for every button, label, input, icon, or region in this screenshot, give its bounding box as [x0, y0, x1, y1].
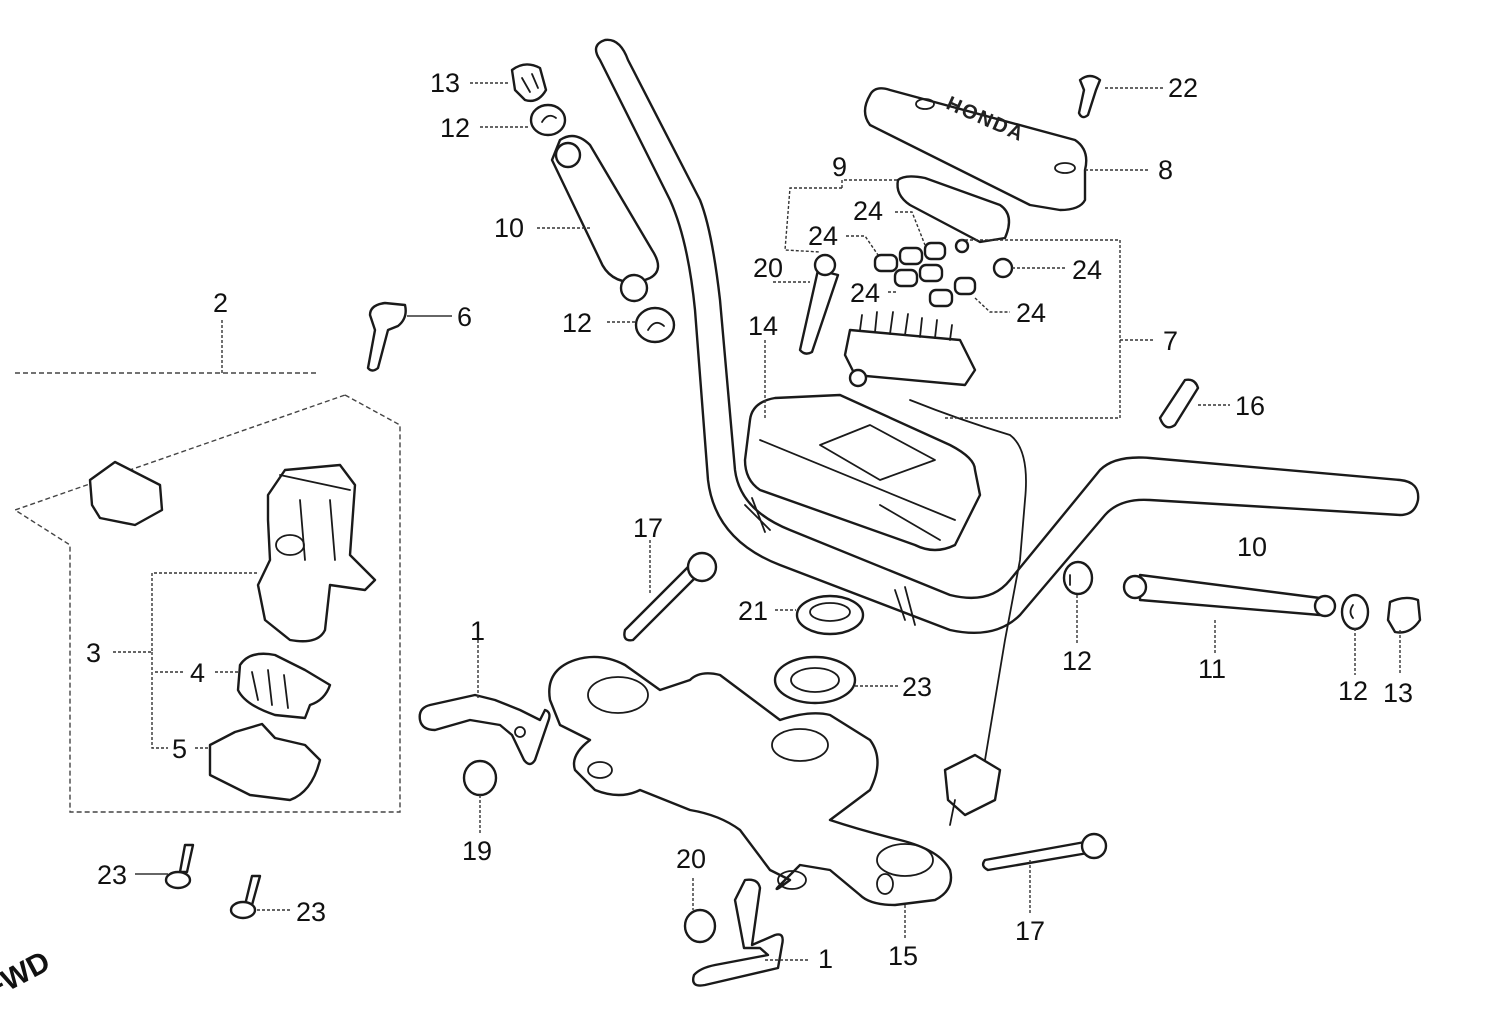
wire-connector[interactable]	[943, 753, 1002, 826]
callout-1b[interactable]: 1	[818, 944, 833, 974]
indicator-lens-set[interactable]	[896, 175, 1011, 244]
cap-nut-lower[interactable]	[683, 908, 717, 944]
callout-2[interactable]: 2	[213, 288, 228, 318]
indicator-wire	[909, 399, 1027, 761]
callout-19[interactable]: 21	[738, 596, 768, 626]
callout-24a[interactable]: 24	[853, 196, 883, 226]
bulb-single[interactable]	[954, 238, 1014, 279]
callout-20a[interactable]: 19	[462, 836, 492, 866]
bar-end-weight-top[interactable]	[510, 63, 548, 103]
callout-23a[interactable]: 23	[97, 860, 127, 890]
callout-9[interactable]: 9	[832, 152, 847, 182]
callout-13b[interactable]: 13	[1383, 678, 1413, 708]
callout-20b[interactable]: 20	[676, 844, 706, 874]
switch-cover[interactable]	[208, 722, 322, 802]
callout-11a[interactable]: 10	[494, 213, 524, 243]
top-bridge[interactable]	[548, 655, 953, 907]
callout-1a[interactable]: 1	[470, 616, 485, 646]
callout-7[interactable]: 7	[1163, 326, 1178, 356]
bar-end-weight-right[interactable]	[1386, 596, 1422, 634]
wire-guide-bracket-lower[interactable]	[691, 878, 784, 987]
callout-17b[interactable]: 17	[1015, 916, 1045, 946]
cap-nut-left[interactable]	[462, 759, 498, 797]
callout-21[interactable]: 23	[902, 672, 932, 702]
handlebar[interactable]	[594, 38, 1420, 634]
grip-left[interactable]	[550, 134, 660, 303]
socket-block[interactable]	[843, 311, 977, 388]
callout-24e[interactable]: 24	[1016, 298, 1046, 328]
callout-12c[interactable]: 12	[1062, 646, 1092, 676]
callout-24c[interactable]: 24	[1072, 255, 1102, 285]
bolt-17-lower[interactable]	[981, 832, 1108, 872]
callout-18[interactable]: 20	[753, 253, 783, 283]
callout-12a[interactable]: 12	[440, 113, 470, 143]
callout-5[interactable]: 5	[172, 734, 187, 764]
callout-13a[interactable]: 13	[430, 68, 460, 98]
ignition-switch-housing[interactable]	[256, 463, 377, 643]
wire-guide-bracket-left[interactable]	[418, 693, 551, 766]
grip-end-cap-right-outer[interactable]	[1340, 593, 1370, 631]
ignition-switch-set-box	[13, 372, 401, 813]
callout-11b[interactable]: 11	[1198, 654, 1226, 684]
grip-end-cap-top[interactable]	[529, 103, 567, 137]
bulb-cluster[interactable]	[873, 241, 977, 308]
shear-bolt-left[interactable]	[164, 843, 195, 890]
callout-17a[interactable]: 17	[633, 513, 663, 543]
contact-base[interactable]	[236, 652, 332, 720]
callout-12d[interactable]: 12	[1338, 676, 1368, 706]
grip-end-cap-lower[interactable]	[634, 306, 676, 344]
callout-15[interactable]: 15	[888, 941, 918, 971]
callout-22[interactable]: 22	[1168, 73, 1198, 103]
leader-lines	[113, 82, 1401, 961]
grip-end-cap-right-inner[interactable]	[1062, 560, 1094, 596]
key[interactable]	[366, 301, 407, 372]
screw-18[interactable]	[798, 253, 840, 355]
shear-bolt-right[interactable]	[229, 874, 262, 920]
callout-6[interactable]: 6	[457, 302, 472, 332]
callout-16[interactable]: 16	[1235, 391, 1265, 421]
grip-right[interactable]	[1122, 573, 1337, 618]
callout-24b[interactable]: 24	[808, 221, 838, 251]
forward-direction-marker: FWD	[0, 945, 56, 1006]
switch-cover-small[interactable]	[88, 460, 164, 527]
callout-24d[interactable]: 24	[850, 278, 880, 308]
callout-8[interactable]: 8	[1158, 155, 1173, 185]
stem-nut[interactable]	[795, 594, 865, 636]
callout-4[interactable]: 4	[190, 658, 205, 688]
bolt-17-upper[interactable]	[623, 551, 718, 642]
callout-10[interactable]: 10	[1237, 532, 1267, 562]
screw-22[interactable]	[1077, 74, 1102, 119]
washer[interactable]	[773, 655, 857, 705]
callouts: 13 12 10 12 6 2 3 4 5 22 8 9 24 24 24 24…	[86, 68, 1413, 974]
callout-14[interactable]: 14	[748, 311, 778, 341]
indicator-housing[interactable]	[743, 393, 982, 552]
clip-16[interactable]	[1158, 378, 1200, 429]
callout-12b[interactable]: 12	[562, 308, 592, 338]
callout-23b[interactable]: 23	[296, 897, 326, 927]
callout-3[interactable]: 3	[86, 638, 101, 668]
